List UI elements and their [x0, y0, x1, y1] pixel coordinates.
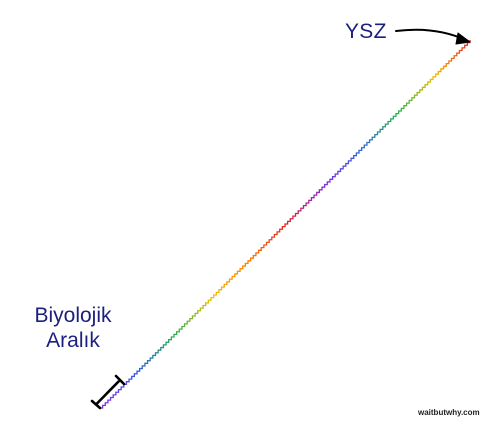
biological-range-label-line1: Biyolojik [34, 304, 112, 327]
ysz-label: YSZ [345, 20, 387, 43]
intelligence-staircase [100, 40, 471, 409]
ysz-arrowhead-icon [455, 32, 471, 45]
biological-range-label-line2: Aralık [46, 329, 100, 352]
biological-range-label: Biyolojik Aralık [18, 303, 128, 353]
source-credit: waitbutwhy.com [418, 408, 480, 417]
biological-range-bracket [90, 374, 126, 410]
